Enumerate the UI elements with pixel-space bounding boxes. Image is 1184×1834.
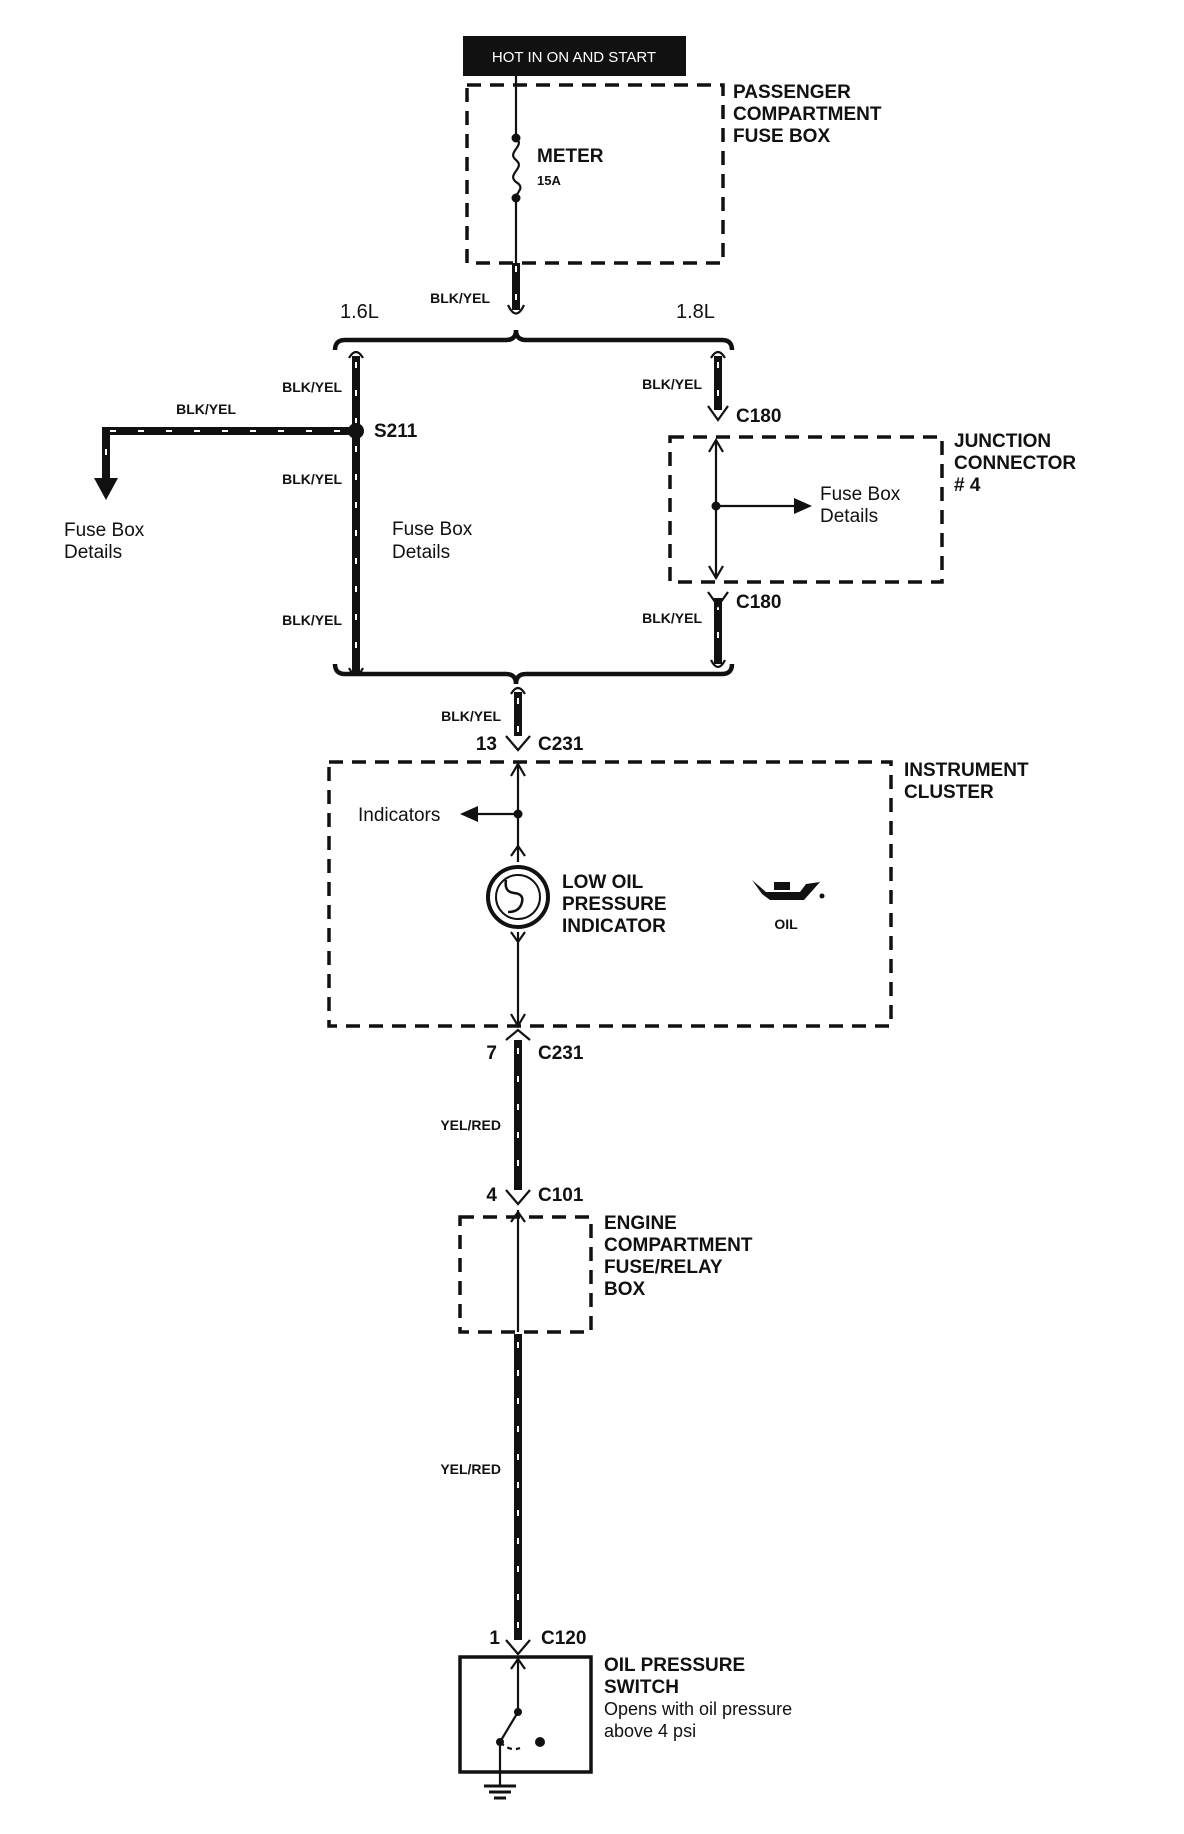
bus-top xyxy=(332,329,735,351)
c101-label: C101 xyxy=(538,1185,584,1206)
wire-label-to-cluster: BLK/YEL xyxy=(441,708,501,724)
c120-label: C120 xyxy=(541,1628,586,1649)
bus-bottom xyxy=(332,663,735,685)
variant-right-label: 1.8L xyxy=(676,301,715,323)
power-source-label: HOT IN ON AND START xyxy=(492,49,656,66)
center-ref-line1: Fuse Box xyxy=(392,519,473,540)
junction-connector-outline xyxy=(668,435,944,584)
instrument-cluster-outline xyxy=(327,760,893,1028)
engine-fuse-box-label-4: BOX xyxy=(604,1279,646,1300)
junction-connector-label-3: # 4 xyxy=(954,475,981,496)
passenger-fuse-box-label-1: PASSENGER xyxy=(733,82,851,103)
passenger-fuse-box-label-3: FUSE BOX xyxy=(733,126,830,147)
c101-pin: 4 xyxy=(486,1185,497,1206)
center-ref-line2: Details xyxy=(392,542,450,563)
engine-fuse-box-label-3: FUSE/RELAY xyxy=(604,1257,723,1278)
engine-fuse-box-label-1: ENGINE xyxy=(604,1213,677,1234)
instrument-cluster-label-1: INSTRUMENT xyxy=(904,760,1029,781)
ground-icon xyxy=(484,1772,516,1800)
arrow-junction-fuse-box xyxy=(794,498,812,514)
junction-connector-label-1: JUNCTION xyxy=(954,431,1051,452)
variant-left-label: 1.6L xyxy=(340,301,379,323)
junction-ref-line1: Fuse Box xyxy=(820,484,901,505)
wire-label-fusebox-out: BLK/YEL xyxy=(430,290,490,306)
engine-fuse-box-outline xyxy=(458,1215,593,1334)
arrow-left-fuse-box xyxy=(94,478,118,500)
indicator-label-1: LOW OIL xyxy=(562,872,644,893)
passenger-fuse-box-outline xyxy=(465,83,725,265)
engine-fuse-box-label-2: COMPARTMENT xyxy=(604,1235,753,1256)
left-ref-line1: Fuse Box xyxy=(64,520,145,541)
oil-can-icon xyxy=(752,880,825,900)
left-ref-line2: Details xyxy=(64,542,122,563)
splice-s211-label: S211 xyxy=(374,421,418,442)
passenger-fuse-box-label-2: COMPARTMENT xyxy=(733,104,882,125)
wire-label-left-2: BLK/YEL xyxy=(282,471,342,487)
wire-label-right-2: BLK/YEL xyxy=(642,610,702,626)
wire-label-yel-red-lower: YEL/RED xyxy=(440,1461,501,1477)
oil-pressure-switch-label-2: SWITCH xyxy=(604,1677,679,1698)
oil-pressure-switch-label-1: OIL PRESSURE xyxy=(604,1655,745,1676)
oil-symbol-label: OIL xyxy=(774,916,798,932)
indicators-label: Indicators xyxy=(358,805,440,826)
indicator-label-2: PRESSURE xyxy=(562,894,667,915)
wire-s211-branch xyxy=(102,427,352,482)
c231-pin-bottom: 7 xyxy=(486,1043,497,1064)
fuse-rating: 15A xyxy=(537,173,561,188)
instrument-cluster-label-2: CLUSTER xyxy=(904,782,994,803)
power-source: HOT IN ON AND START xyxy=(463,36,686,76)
junction-ref-line2: Details xyxy=(820,506,878,527)
oil-pressure-switch-contacts xyxy=(496,1657,545,1772)
oil-pressure-switch-outline xyxy=(458,1655,593,1774)
wire-label-s211-branch: BLK/YEL xyxy=(176,401,236,417)
c180-label-top: C180 xyxy=(736,406,781,427)
wire-label-yel-red-upper: YEL/RED xyxy=(440,1117,501,1133)
c120-pin: 1 xyxy=(489,1628,500,1649)
junction-connector-label-2: CONNECTOR xyxy=(954,453,1076,474)
fuse-name: METER xyxy=(537,146,604,167)
wire-label-left-1: BLK/YEL xyxy=(282,379,342,395)
oil-pressure-switch-note-1: Opens with oil pressure xyxy=(604,1699,792,1719)
c231-label-top: C231 xyxy=(538,734,584,755)
wire-label-left-3: BLK/YEL xyxy=(282,612,342,628)
oil-pressure-switch-note-2: above 4 psi xyxy=(604,1721,696,1741)
c180-label-bottom: C180 xyxy=(736,592,781,613)
wire-label-right-1: BLK/YEL xyxy=(642,376,702,392)
meter-fuse xyxy=(511,76,522,263)
low-oil-pressure-bulb xyxy=(486,865,550,929)
indicator-label-3: INDICATOR xyxy=(562,916,666,937)
c231-pin-top: 13 xyxy=(476,734,497,755)
arrow-indicators xyxy=(460,806,478,822)
c231-label-bottom: C231 xyxy=(538,1043,584,1064)
